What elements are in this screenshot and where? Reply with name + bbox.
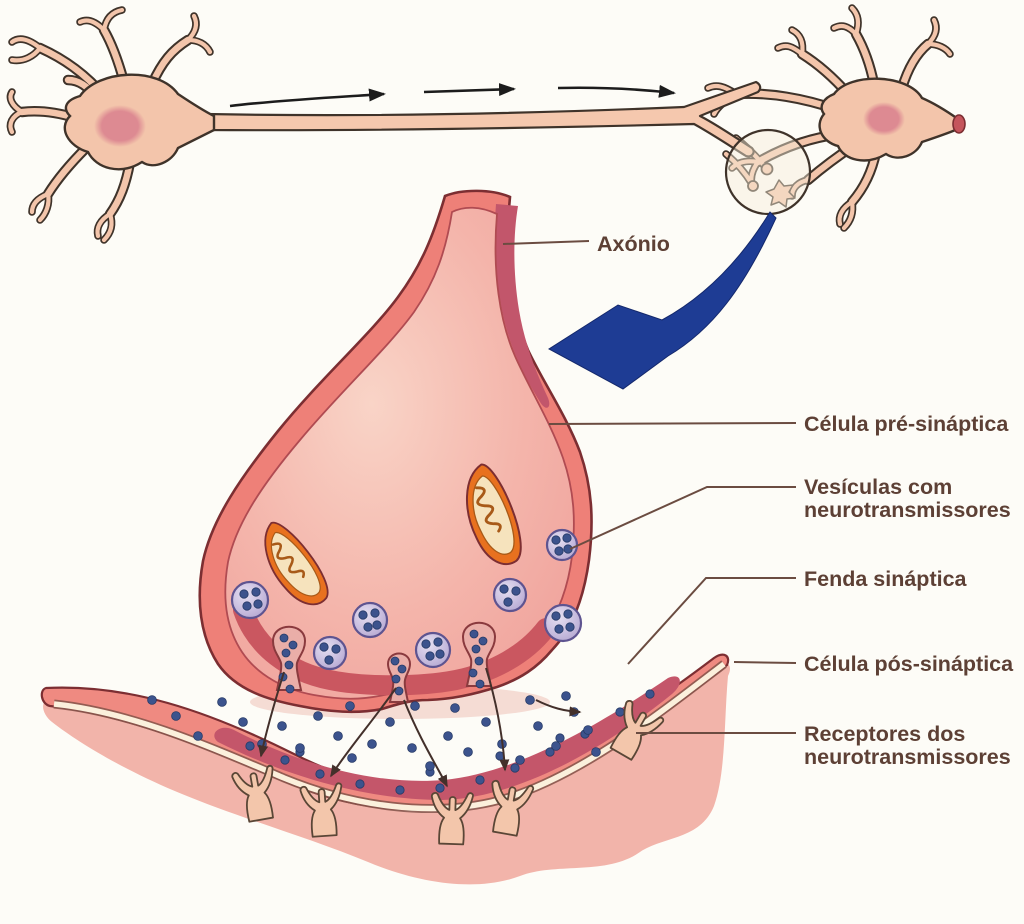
leader-postsynaptic	[733, 661, 797, 664]
left-nucleus	[94, 105, 146, 147]
magnifier-circle	[724, 128, 812, 216]
leader-presynaptic	[548, 422, 797, 425]
leader-vesicles	[569, 486, 796, 550]
presynaptic-membrane-band	[233, 600, 556, 696]
dendrite-cross-section	[765, 179, 796, 208]
zoom-arrow	[548, 211, 777, 390]
released-neurotransmitter-dots	[278, 629, 488, 696]
synaptic-vesicles	[230, 528, 583, 671]
neuron-pathway	[10, 8, 966, 240]
terminal-knob	[747, 180, 759, 192]
label-vesicles-line2: neurotransmissores	[804, 498, 1011, 522]
label-postsynaptic-cell: Célula pós-sináptica	[804, 652, 1014, 676]
leader-axon	[502, 240, 590, 245]
label-receptors-line1: Receptores dos	[804, 722, 965, 746]
terminal-knob	[760, 162, 774, 176]
label-axon: Axónio	[597, 232, 670, 256]
label-synaptic-cleft: Fenda sináptica	[804, 567, 968, 591]
label-vesicles-line1: Vesículas com	[804, 475, 952, 499]
neck-cutaway	[494, 204, 550, 408]
axon-cut-tip	[952, 114, 966, 134]
axon-fiber	[204, 80, 762, 158]
axon-terminal	[198, 189, 593, 719]
postsynaptic-wash	[43, 662, 731, 885]
diffusion-arrows	[258, 667, 582, 788]
right-nucleus	[863, 102, 905, 136]
leader-cleft	[627, 577, 796, 665]
callouts: Axónio Célula pré-sináptica Vesículas co…	[502, 232, 1014, 769]
label-presynaptic-cell: Célula pré-sináptica	[804, 412, 1009, 436]
impulse-arrows	[229, 83, 676, 108]
label-receptors-line2: neurotransmissores	[804, 745, 1011, 769]
